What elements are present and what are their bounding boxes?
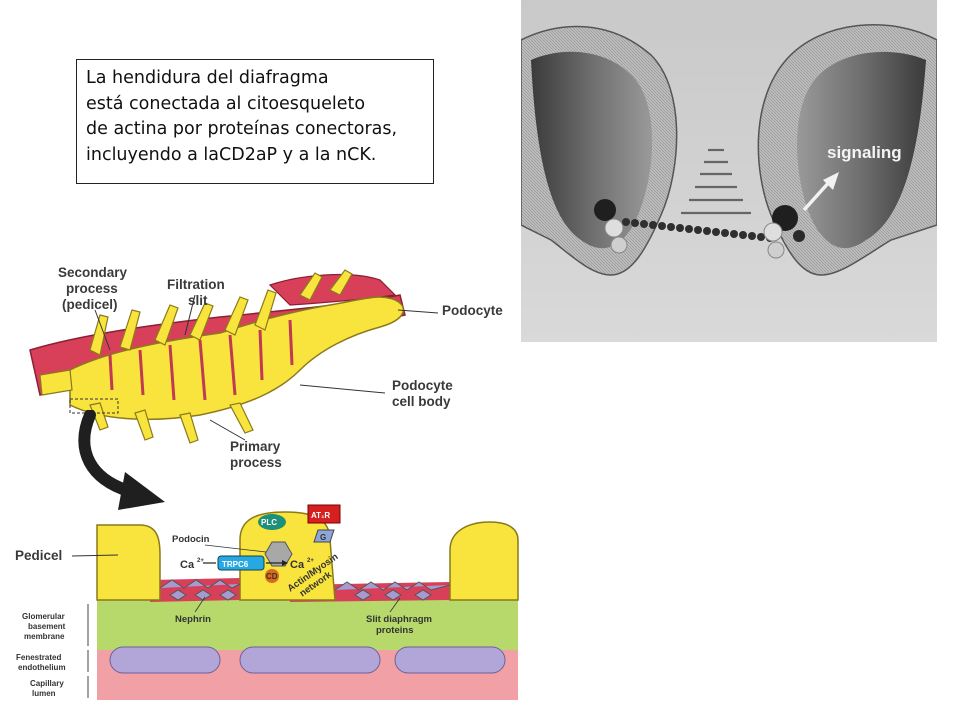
fenestrated-label-2: endothelium — [18, 663, 66, 672]
ca-left-label: Ca — [180, 559, 195, 571]
slit-diaphragm-proteins-label-1: Slit diaphragm — [366, 614, 432, 625]
label-primary-process-2: process — [230, 455, 282, 470]
label-filtration-slit-1: Filtration — [167, 277, 225, 292]
ca-right-label: Ca — [290, 559, 305, 571]
cd-label: CD — [266, 572, 278, 581]
ca-right-sup: 2+ — [307, 558, 314, 564]
curved-arrow-icon — [78, 410, 165, 510]
trpc6-label: TRPC6 — [222, 560, 249, 569]
label-primary-process-1: Primary — [230, 439, 281, 454]
label-podocyte-cell-body-1: Podocyte — [392, 378, 453, 393]
slit-diaphragm-proteins-label-2: proteins — [376, 625, 413, 636]
label-filtration-slit-2: slit — [188, 293, 208, 308]
slit-cross-section-figure: PLC AT₁R G TRPC6 CD Podocin Ca 2+ Ca 2+ … — [15, 504, 519, 700]
label-secondary-process-2: process — [66, 281, 118, 296]
slit-diaphragm-3d-figure: signaling — [521, 0, 937, 342]
description-line-2: está conectada al citoesqueleto — [86, 93, 366, 114]
g-protein-label: G — [320, 533, 326, 542]
label-secondary-process-3: (pedicel) — [62, 297, 118, 312]
pedicel-label: Pedicel — [15, 548, 62, 563]
label-podocyte-cell-body-2: cell body — [392, 394, 451, 409]
fenestrated-label-1: Fenestrated — [16, 653, 61, 662]
description-line-4: incluyendo a laCD2aP y a la nCK. — [86, 144, 377, 165]
description-line-3: de actina por proteínas conectoras, — [86, 119, 398, 139]
description-line-1: La hendidura del diafragma — [86, 68, 329, 88]
ca-left-sup: 2+ — [197, 558, 204, 564]
description-box: La hendidura del diafragma está conectad… — [76, 59, 434, 184]
gbm-label-1: Glomerular — [22, 612, 65, 621]
gbm-label-3: membrane — [24, 632, 65, 641]
podocyte-figure: Secondary process (pedicel) Filtration s… — [29, 265, 503, 470]
nephrin-label: Nephrin — [175, 614, 211, 625]
label-secondary-process-1: Secondary — [58, 265, 128, 280]
label-podocyte: Podocyte — [442, 303, 503, 318]
plc-label: PLC — [261, 518, 277, 527]
podocin-hexagon — [264, 541, 293, 567]
podocin-label: Podocin — [172, 534, 210, 545]
capillary-label-2: lumen — [32, 689, 56, 698]
at1r-label: AT₁R — [311, 511, 330, 520]
gbm-label-2: basement — [28, 622, 66, 631]
capillary-label-1: Capillary — [30, 679, 64, 688]
signaling-label: signaling — [827, 143, 902, 162]
